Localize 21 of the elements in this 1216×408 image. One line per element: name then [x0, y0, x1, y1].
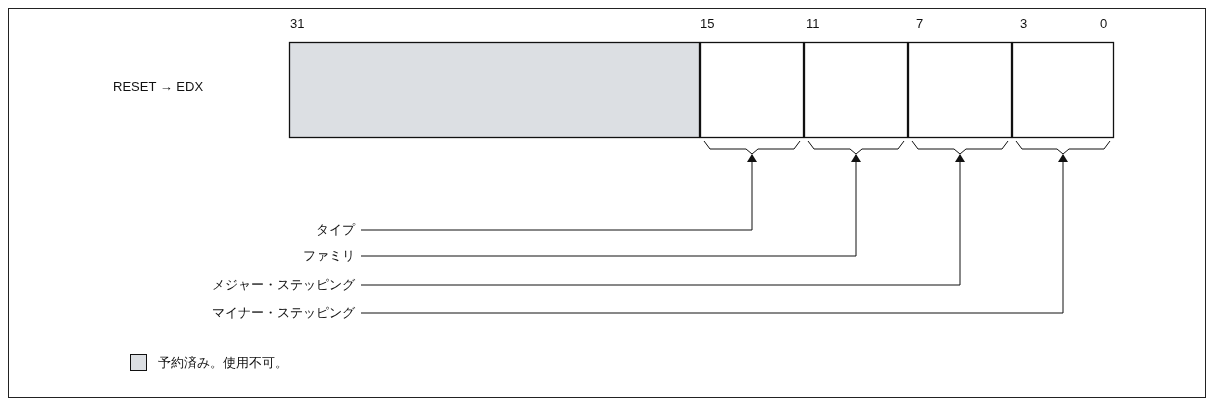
bit-field: [700, 42, 804, 155]
field-label: タイプ: [316, 222, 355, 238]
leader-arrow: [360, 154, 965, 286]
bit-number: 11: [806, 16, 820, 32]
reserved-bit-field: [289, 42, 700, 138]
bit-number: 3: [1020, 16, 1028, 32]
bit-field: [1012, 42, 1114, 155]
leader-arrow: [360, 154, 757, 231]
bit-number: 15: [700, 16, 715, 32]
bit-number: 31: [290, 16, 305, 32]
legend-text: 予約済み。使用不可。: [158, 355, 288, 371]
field-label: メジャー・ステッピング: [212, 277, 355, 293]
bit-number: 0: [1100, 16, 1108, 32]
leader-arrow: [360, 154, 1068, 314]
bit-field: [804, 42, 908, 155]
field-label: マイナー・ステッピング: [212, 305, 355, 321]
field-label: ファミリ: [303, 248, 355, 264]
leader-arrow: [360, 154, 861, 257]
bit-number: 7: [916, 16, 924, 32]
bit-field: [908, 42, 1012, 155]
register-name: RESET → EDX: [113, 79, 204, 95]
